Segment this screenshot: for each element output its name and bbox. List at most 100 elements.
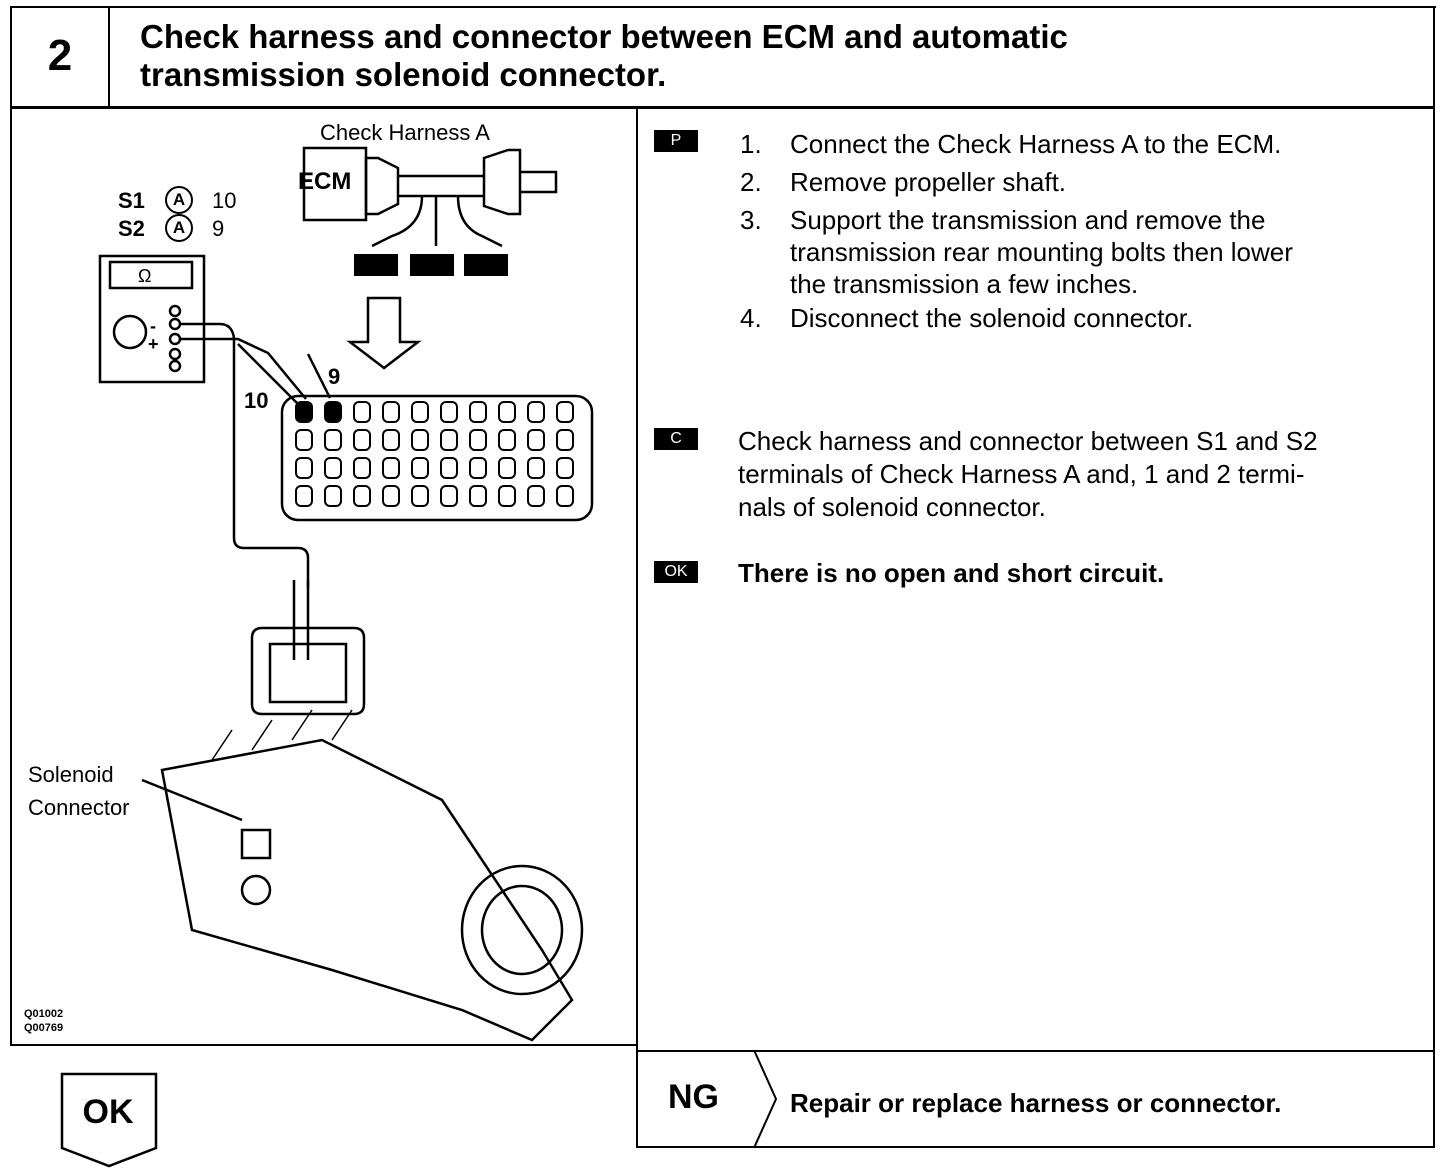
ecm-label: ECM [298,168,352,195]
step-2-number: 2. [740,167,762,197]
s1-pin: 10 [212,188,237,213]
svg-text:-: - [150,316,156,336]
check-harness-label: Check Harness A [320,120,490,145]
svg-text:+: + [148,334,159,354]
check-line-2: terminals of Check Harness A and, 1 and … [738,459,1305,489]
step-cell-divider [108,6,110,108]
connector-pin [469,457,487,479]
ok-badge: OK [654,561,698,583]
ng-row-top [636,1050,1435,1052]
ok-label: OK [82,1093,134,1131]
ok-result-text: There is no open and short circuit. [738,558,1165,588]
connector-pin [353,457,371,479]
connector-pin [295,429,313,451]
connector-pin [382,401,400,423]
step-4-number: 4. [740,303,762,333]
s2-circle-letter: A [172,218,186,237]
step-number: 2 [47,31,73,80]
figure-code-2: Q00769 [24,1022,64,1034]
check-instruction: Check harness and connector between S1 a… [738,425,1408,524]
connector-pin [527,401,545,423]
transmission-output-flange [460,864,584,996]
connector-pin [527,485,545,507]
title-line-2: transmission solenoid connector. [140,56,667,93]
connector-pin [382,485,400,507]
connector-pin [440,429,458,451]
step-3: 3. Support the transmission and remove t… [740,204,1410,304]
harness-cable [398,174,484,198]
s2-pin: 9 [212,216,225,241]
s2-label: S2 [118,216,145,241]
connector-pin [440,457,458,479]
multimeter-dial [112,314,148,350]
step-4: 4. Disconnect the solenoid connector. [740,302,1410,334]
s2-circle-a-icon: A [165,214,193,242]
ng-row-bottom [636,1146,1435,1148]
frame-right [1433,6,1435,1148]
connector-pin [353,485,371,507]
prep-badge: P [654,130,698,152]
probe-wire-3 [237,343,301,407]
connector-pin [498,485,516,507]
connector-pin [498,457,516,479]
multimeter-body [98,254,206,384]
s1-circle-letter: A [172,190,186,209]
column-divider [636,108,638,1148]
figure-code-1: Q01002 [24,1008,64,1020]
connector-pin [295,457,313,479]
connector-pin [527,457,545,479]
title-line-1: Check harness and connector between ECM … [140,18,1068,55]
check-line-1: Check harness and connector between S1 a… [738,426,1318,456]
frame-top [10,6,1436,8]
transmission-housing [160,738,574,1042]
solenoid-part [240,828,272,860]
connector-pin [353,401,371,423]
header-divider [10,106,1435,109]
step-title: Check harness and connector between ECM … [140,18,1420,94]
connector-pin [324,429,342,451]
multimeter-display [108,260,194,290]
connector-pin [469,401,487,423]
connector-pin [324,485,342,507]
connector-pin [498,401,516,423]
harness-connector-2 [410,254,454,276]
probe-wire-1 [180,322,310,588]
harness-tail [520,170,558,194]
pin-10-label: 10 [244,388,269,413]
connector-pin [556,457,574,479]
ok-arrow-box[interactable] [60,1072,160,1168]
solenoid-leader-line [141,778,243,822]
left-panel-bottom [10,1044,638,1046]
pin-9-label: 9 [328,364,341,389]
step-4-text: Disconnect the solenoid connector. [790,303,1194,333]
step-3-number: 3. [740,205,762,235]
connector-pin [556,401,574,423]
wiring-diagram: Ω - + [98,146,594,1042]
harness-plug-right [482,148,522,216]
connector-pin [469,429,487,451]
ng-label[interactable]: NG [668,1078,719,1116]
check-line-3: nals of solenoid connector. [738,492,1046,522]
s1-label: S1 [118,188,145,213]
solenoid-label-line2: Connector [28,795,130,820]
step-3-line-2: transmission rear mounting bolts then lo… [790,237,1293,267]
step-3-line-1: Support the transmission and remove the [790,205,1266,235]
frame-left [10,6,12,1046]
solenoid-label-line1: Solenoid [28,762,114,787]
check-badge: C [654,428,698,450]
connector-pin [498,429,516,451]
connector-pin [411,429,429,451]
ng-action-text: Repair or replace harness or connector. [790,1088,1282,1118]
connector-pin [382,457,400,479]
harness-connector-1 [354,254,398,276]
connector-pin [324,457,342,479]
step-3-line-3: the transmission a few inches. [790,269,1139,299]
connector-pin [556,429,574,451]
harness-branches [371,195,503,248]
connector-pin [469,485,487,507]
connector-pin [324,401,342,423]
harness-connector-3 [464,254,508,276]
ecm-connector [280,394,594,522]
solenoid-connector-outline [250,626,366,716]
connector-pin [295,485,313,507]
